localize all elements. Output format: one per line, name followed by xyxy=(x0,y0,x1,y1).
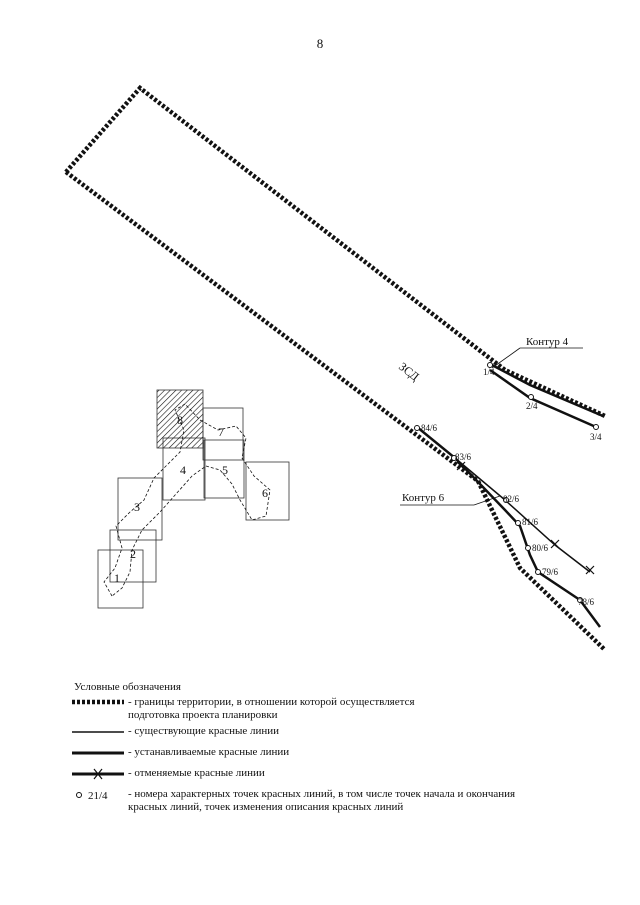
point-label-83-6: 83/6 xyxy=(455,452,472,462)
dotted-line-icon xyxy=(72,699,124,705)
point-label-80-6: 80/6 xyxy=(532,543,549,553)
red-line-contour-6-secondary xyxy=(454,457,591,573)
inset-key-map xyxy=(97,389,290,609)
legend-text-line: - границы территории, в отношении которо… xyxy=(128,696,415,708)
legend-text-line: - номера характерных точек красных линий… xyxy=(128,788,516,800)
cancelled-line-crosses xyxy=(456,461,595,575)
legend: Условные обозначения - границы территори… xyxy=(70,681,630,817)
legend-text-line: красных линий, точек изменения описания … xyxy=(128,801,404,813)
legend-text-line: подготовка проекта планировки xyxy=(128,709,278,721)
territory-boundary-upper xyxy=(64,84,606,419)
legend-item-existing-lines: - существующие красные линии xyxy=(70,725,630,743)
crossed-line-icon xyxy=(72,768,124,780)
contour-6-leader-diag xyxy=(473,495,501,506)
legend-text-line: - существующие красные линии xyxy=(128,725,280,737)
point-label-2-4: 2/4 xyxy=(526,401,538,411)
legend-title: Условные обозначения xyxy=(74,681,181,693)
legend-point-sample: 21/4 xyxy=(88,790,108,802)
page-number: 8 xyxy=(316,36,324,51)
legend-item-cancelled-lines: - отменяемые красные линии xyxy=(70,767,630,785)
inset-cell-1: 1 xyxy=(114,571,120,585)
inset-cell-7: 7 xyxy=(218,425,224,439)
thick-line-icon xyxy=(72,751,124,755)
red-line-contour-4-upper xyxy=(489,362,604,418)
inset-cell-4: 4 xyxy=(180,463,186,477)
point-label-84-6: 84/6 xyxy=(421,423,438,433)
point-label-1-4: 1/4 xyxy=(483,367,495,377)
inset-cell-3: 3 xyxy=(134,500,140,514)
territory-boundary-lower xyxy=(64,170,607,652)
contour-6-label: Контур 6 xyxy=(402,492,445,504)
legend-item-territory-boundary: - границы территории, в отношении которо… xyxy=(70,696,630,722)
point-label-79-6: 79/6 xyxy=(542,567,559,577)
thin-line-icon xyxy=(72,731,124,733)
point-label-78-6: 78/6 xyxy=(578,597,595,607)
point-label-81-6: 81/6 xyxy=(522,517,539,527)
point-marker-icon: 21/4 xyxy=(76,790,108,802)
contour-4-leader-diag xyxy=(491,347,521,369)
inset-cell-8: 8 xyxy=(177,413,183,427)
planning-map: Контур 4 Контур 6 ЗСД 1/4 2/4 3/4 84/6 8… xyxy=(64,84,607,652)
legend-text-line: - устанавливаемые красные линии xyxy=(128,746,290,758)
red-line-contour-6-main xyxy=(416,426,602,628)
zone-label: ЗСД xyxy=(396,359,422,383)
contour-4-label: Контур 4 xyxy=(526,336,569,348)
inset-cell-6: 6 xyxy=(262,486,268,500)
legend-text-line: - отменяемые красные линии xyxy=(128,767,265,779)
inset-cell-2: 2 xyxy=(130,547,136,561)
point-label-3-4: 3/4 xyxy=(590,432,602,442)
inset-cell-labels: 1 2 3 4 5 6 7 8 xyxy=(114,413,268,585)
point-label-82-6: 82/6 xyxy=(503,494,520,504)
legend-item-established-lines: - устанавливаемые красные линии xyxy=(70,746,630,764)
red-line-contour-4-lower xyxy=(489,368,597,429)
inset-cell-5: 5 xyxy=(222,463,228,477)
legend-item-point-numbers: 21/4 - номера характерных точек красных … xyxy=(70,788,630,814)
point-markers xyxy=(414,362,599,603)
